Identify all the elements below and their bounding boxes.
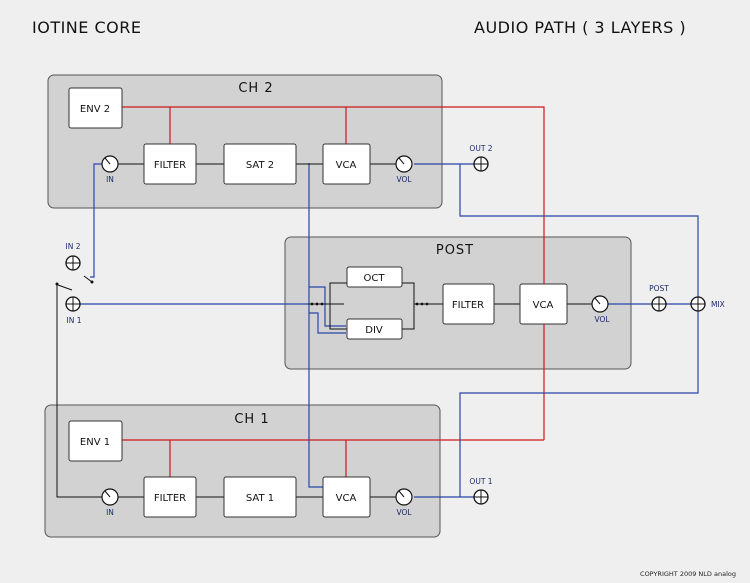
audio-ch2-to-post — [308, 163, 323, 488]
post-blocks: OCT DIV FILTER VCA — [346, 266, 568, 340]
ch1-in-label: IN — [106, 508, 114, 517]
title-right: AUDIO PATH ( 3 LAYERS ) — [474, 18, 686, 37]
ch2-vca-label: VCA — [336, 160, 357, 171]
audio-post-div-in2 — [309, 312, 346, 334]
mix-jack[interactable] — [690, 296, 706, 312]
ch1-in-knob[interactable] — [101, 488, 119, 506]
mix-label: MIX — [711, 300, 725, 309]
audio-ch2-to-mix — [459, 164, 699, 298]
env1-label: ENV 1 — [80, 437, 110, 448]
in1-label: IN 1 — [67, 316, 82, 325]
div-block — [346, 318, 403, 340]
ch1-vca-label: VCA — [336, 493, 357, 504]
ch2-vca-block — [322, 143, 371, 185]
in2-label: IN 2 — [66, 242, 81, 251]
post-filter-block — [442, 283, 495, 325]
ch2-in-label: IN — [106, 175, 114, 184]
audio-in2-to-ch2 — [90, 163, 102, 278]
ch2-blocks: ENV 2 FILTER SAT 2 VCA — [68, 87, 371, 185]
audio-ch1-to-mix — [459, 310, 699, 497]
sat1-label: SAT 1 — [246, 493, 274, 504]
out1-jack[interactable] — [473, 489, 489, 505]
env2-block — [68, 87, 123, 129]
ch1-vca-block — [322, 476, 371, 518]
post-jack-label: POST — [649, 284, 669, 293]
ch1-filter-block — [143, 476, 197, 518]
ch2-filter-block — [143, 143, 197, 185]
out2-jack[interactable] — [473, 156, 489, 172]
post-vol-knob[interactable] — [591, 295, 609, 313]
env2-label: ENV 2 — [80, 104, 110, 115]
post-vca-block — [519, 283, 568, 325]
copyright-text: COPYRIGHT 2009 NLD analog — [640, 570, 736, 578]
ch2-vol-knob[interactable] — [395, 155, 413, 173]
ch2-vol-label: VOL — [396, 175, 412, 184]
div-label: DIV — [365, 325, 383, 336]
ch1-vol-knob[interactable] — [395, 488, 413, 506]
oct-label: OCT — [364, 273, 386, 284]
panel-ch2-title: CH 2 — [238, 81, 273, 96]
sat2-label: SAT 2 — [246, 160, 274, 171]
ch2-filter-label: FILTER — [154, 160, 186, 171]
out2-label: OUT 2 — [469, 144, 492, 153]
in1-jack[interactable] — [65, 296, 81, 312]
junction-dots — [55, 280, 429, 306]
audio-post-div-in — [309, 286, 346, 327]
title-left: IOTINE CORE — [32, 18, 141, 37]
env1-block — [68, 420, 123, 462]
post-vca-label: VCA — [533, 300, 554, 311]
panel-ch1-title: CH 1 — [234, 412, 269, 427]
ch1-blocks: ENV 1 FILTER SAT 1 VCA — [68, 420, 371, 518]
ch1-vol-label: VOL — [396, 508, 412, 517]
cv-lines — [122, 106, 545, 479]
signal-lines — [56, 163, 592, 498]
ch2-in-knob[interactable] — [101, 155, 119, 173]
post-jack[interactable] — [651, 296, 667, 312]
out1-label: OUT 1 — [469, 477, 492, 486]
sat1-block — [223, 476, 297, 518]
panel-post-title: POST — [436, 243, 474, 258]
in2-jack[interactable] — [65, 255, 81, 271]
sat2-block — [223, 143, 297, 185]
audio-lines — [78, 163, 699, 498]
oct-block — [346, 266, 403, 288]
post-vol-label: VOL — [594, 315, 610, 324]
post-filter-label: FILTER — [452, 300, 484, 311]
cv-line-env2 — [122, 106, 545, 440]
ch1-filter-label: FILTER — [154, 493, 186, 504]
